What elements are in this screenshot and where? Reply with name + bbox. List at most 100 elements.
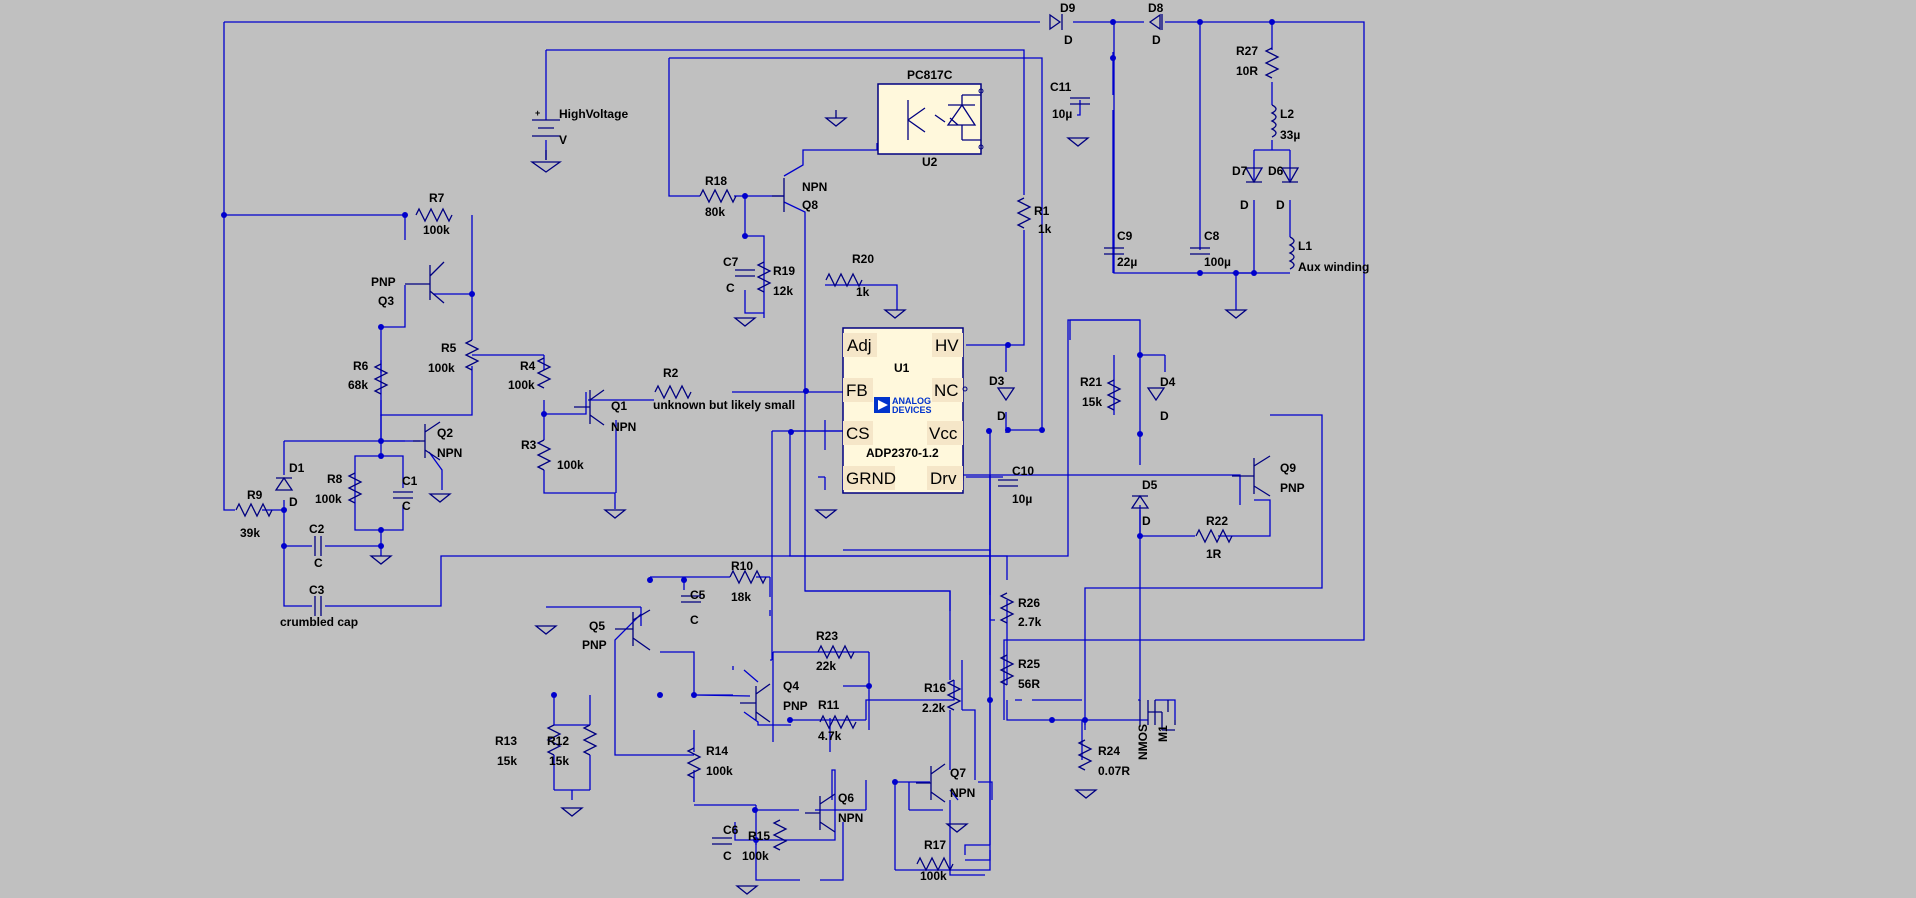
d3-ref: D3 [989, 374, 1005, 388]
q1 [574, 389, 605, 426]
r17-ref: R17 [924, 838, 946, 852]
d9 [1049, 13, 1063, 31]
l1-ref: L1 [1298, 239, 1312, 253]
d9-ref: D9 [1060, 1, 1076, 15]
gnd-u1 [814, 509, 838, 519]
c6-ref: C6 [723, 823, 739, 837]
r24-ref: R24 [1098, 744, 1120, 758]
r27-val: 10R [1236, 64, 1258, 78]
gnd-q5 [534, 625, 558, 635]
l2 [1270, 104, 1277, 138]
u1-ic[interactable]: Adj HV FB NC CS Vcc GRND Drv U1 ANALOG D… [842, 327, 968, 494]
c3 [314, 596, 322, 616]
d4-ref: D4 [1160, 375, 1176, 389]
c2-val: C [314, 556, 323, 570]
r3 [536, 439, 552, 471]
d5-ref: D5 [1142, 478, 1158, 492]
r11 [819, 714, 857, 730]
r25-val: 56R [1018, 677, 1040, 691]
inductors [1270, 104, 1295, 270]
r18-val: 80k [705, 205, 725, 219]
v-ref: HighVoltage [559, 107, 628, 121]
c10-ref: C10 [1012, 464, 1034, 478]
r15-ref: R15 [748, 829, 770, 843]
r6 [373, 363, 389, 395]
u2-optocoupler[interactable]: PC817C U2 [877, 68, 984, 169]
gnd-r20 [883, 309, 907, 319]
q7-ref: Q7 [950, 766, 966, 780]
r22-val: 1R [1206, 547, 1222, 561]
r21-val: 15k [1082, 395, 1102, 409]
r13-val: 15k [497, 754, 517, 768]
junctions [221, 19, 1275, 843]
wires [223, 21, 1365, 881]
u1-ref: U1 [894, 361, 910, 375]
gnd-r24 [1074, 789, 1098, 799]
u1-pin-adj: Adj [847, 336, 872, 355]
capacitors: + [314, 97, 1210, 845]
r21-ref: R21 [1080, 375, 1102, 389]
r9 [235, 502, 273, 518]
c2 [314, 536, 322, 556]
c2-ref: C2 [309, 522, 325, 536]
c1-val: C [402, 499, 411, 513]
analog-devices-logo: ANALOG DEVICES [874, 396, 932, 415]
d6 [1280, 167, 1300, 184]
c3-val: crumbled cap [280, 615, 358, 629]
c7 [735, 269, 755, 277]
r12 [582, 724, 598, 756]
d8-ref: D8 [1148, 1, 1164, 15]
r22-ref: R22 [1206, 514, 1228, 528]
r27-ref: R27 [1236, 44, 1258, 58]
r21 [1106, 379, 1122, 411]
r3-ref: R3 [521, 438, 537, 452]
r6-ref: R6 [353, 359, 369, 373]
c9-ref: C9 [1117, 229, 1133, 243]
u1-pin-grnd: GRND [846, 469, 896, 488]
c5 [681, 595, 701, 603]
r23 [817, 644, 855, 660]
r12-val: 15k [549, 754, 569, 768]
r4-val: 100k [508, 378, 535, 392]
resistors [235, 47, 1280, 872]
q4-val: PNP [783, 699, 808, 713]
u1-pin-hv: HV [935, 336, 959, 355]
gnd-q2 [428, 493, 452, 503]
r19-ref: R19 [773, 264, 795, 278]
diodes [274, 13, 1300, 509]
d6-val: D [1276, 198, 1285, 212]
r26 [999, 592, 1015, 624]
d8-val: D [1152, 33, 1161, 47]
q8-ref: Q8 [802, 198, 818, 212]
q2-ref: Q2 [437, 426, 453, 440]
r8 [347, 472, 363, 504]
r5-val: 100k [428, 361, 455, 375]
d7-ref: D7 [1232, 164, 1248, 178]
gnd-c11 [1066, 137, 1090, 147]
c9-val: 22µ [1117, 255, 1137, 269]
r2-ref: R2 [663, 366, 679, 380]
m1 [1139, 700, 1176, 731]
r4-ref: R4 [520, 359, 536, 373]
r1-ref: R1 [1034, 204, 1050, 218]
r6-val: 68k [348, 378, 368, 392]
c1 [393, 491, 413, 499]
d5 [1130, 494, 1150, 509]
l1-val: Aux winding [1298, 260, 1369, 274]
d3-val: D [997, 409, 1006, 423]
q5-val: PNP [582, 638, 607, 652]
u1-pin-nc: NC [934, 381, 959, 400]
r7 [415, 207, 453, 223]
u1-pin-cs: CS [846, 424, 870, 443]
r3-val: 100k [557, 458, 584, 472]
d8 [1148, 13, 1163, 31]
q1-ref: Q1 [611, 399, 627, 413]
q3-ref: Q3 [378, 294, 394, 308]
svg-text:ANALOG: ANALOG [892, 396, 931, 406]
m1-ref: M1 [1156, 725, 1170, 742]
r4 [536, 357, 552, 389]
v-source [532, 119, 560, 160]
q6-val: NPN [838, 811, 863, 825]
r14-val: 100k [706, 764, 733, 778]
q9-ref: Q9 [1280, 461, 1296, 475]
